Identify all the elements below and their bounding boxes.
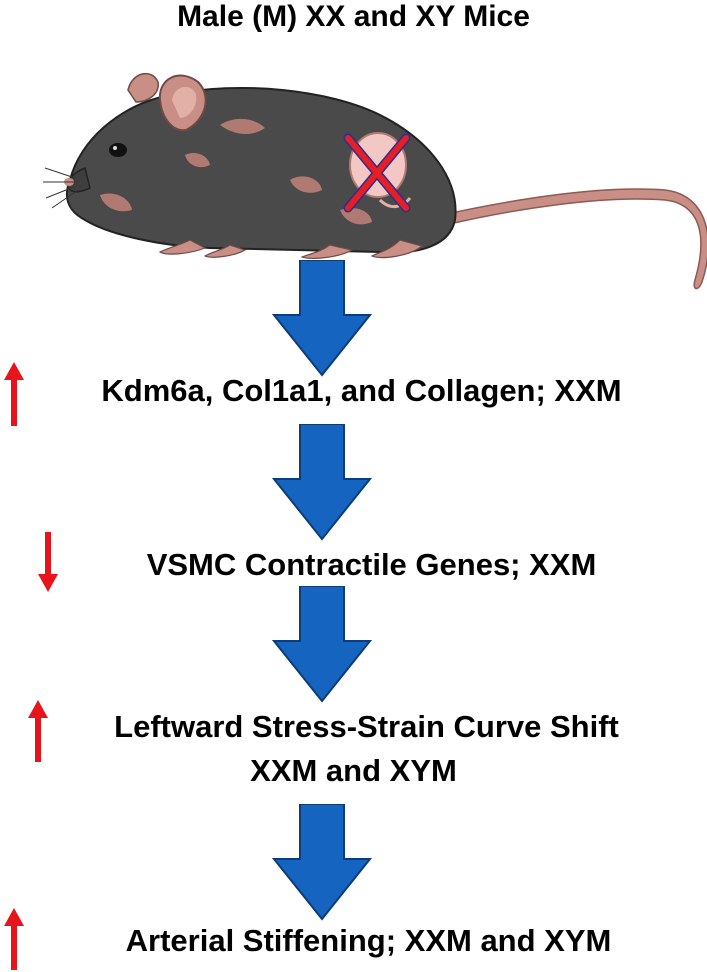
mouse-eye (109, 143, 127, 157)
mouse-tail (441, 188, 707, 290)
step-1-text: Kdm6a, Col1a1, and Collagen; XXM (101, 373, 622, 408)
down-arrow-icon (272, 804, 372, 921)
mouse-front-foot (203, 244, 247, 258)
step-4-text: Arterial Stiffening; XXM and XYM (125, 923, 612, 958)
down-arrow-icon (272, 260, 372, 377)
fur-patch (185, 153, 210, 168)
down-arrow-icon (38, 532, 58, 592)
mouse-hind-foot (370, 239, 424, 259)
whiskers (43, 167, 79, 209)
diagram-title: Male (M) XX and XY Mice (177, 0, 530, 33)
mouse-front-foot (158, 239, 207, 255)
up-arrow-icon (4, 908, 24, 970)
fur-patch (220, 118, 265, 134)
up-arrow-icon (28, 700, 48, 762)
step-3-text-line1: Leftward Stress-Strain Curve Shift (114, 709, 619, 744)
mouse-hind-foot (300, 244, 354, 259)
mouse-illustration (43, 72, 707, 290)
crossed-out-gonad-icon (343, 132, 412, 213)
down-arrow-icon (272, 424, 372, 541)
step-2-text: VSMC Contractile Genes; XXM (146, 547, 597, 582)
down-arrow-icon (272, 586, 372, 703)
up-arrow-icon (4, 362, 24, 426)
mouse-ear-back (127, 72, 159, 103)
fur-patch (100, 193, 132, 212)
fur-patch (290, 176, 322, 193)
mouse-snout (66, 166, 91, 193)
step-3-text-line2: XXM and XYM (250, 753, 457, 788)
